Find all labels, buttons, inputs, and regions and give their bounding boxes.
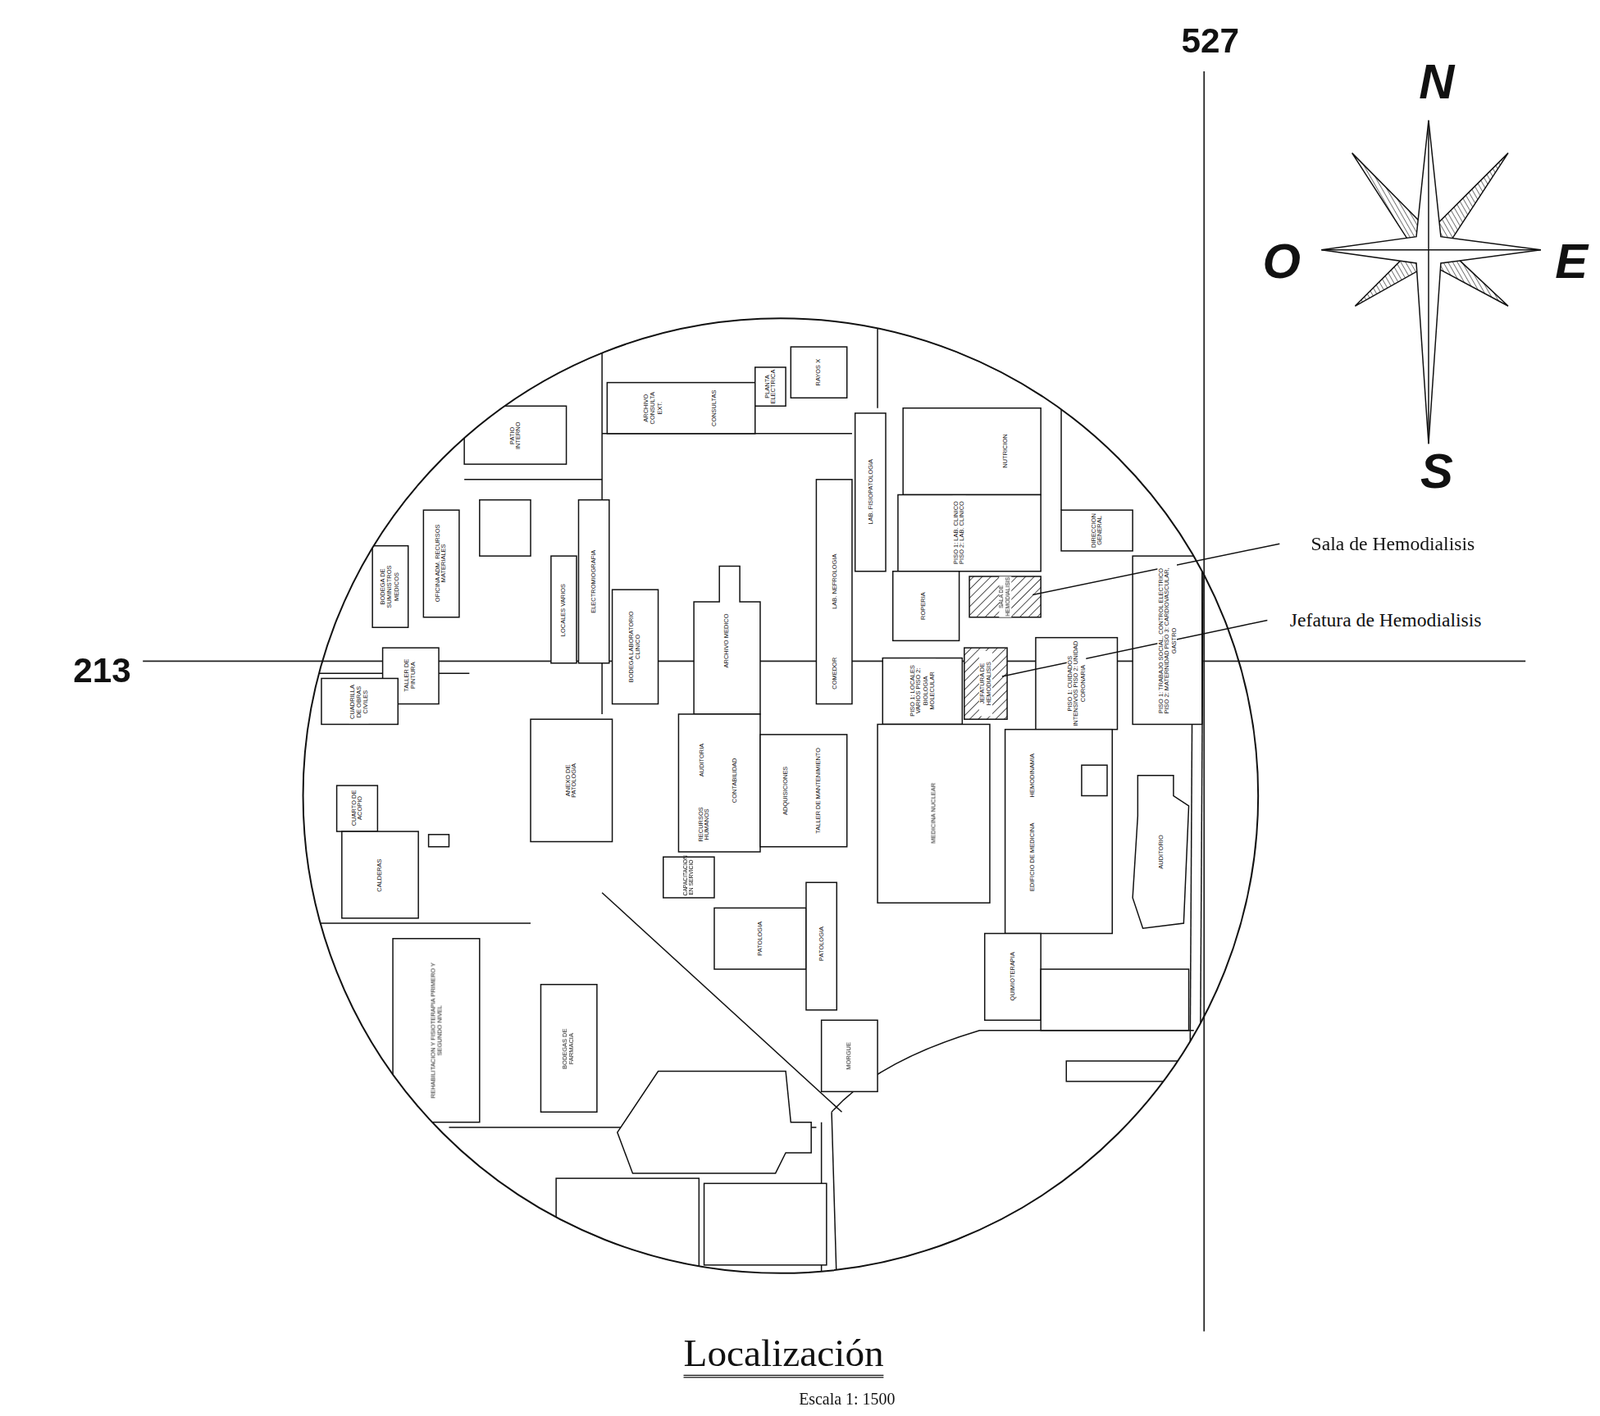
building-label: CUARTO DE ACOPIO xyxy=(350,786,364,830)
grid-coordinate: 213 xyxy=(72,650,132,691)
building-label: AUDITORIA xyxy=(698,733,706,788)
building-label: QUIMIOTERAPIA xyxy=(1008,939,1016,1014)
building-label: TALLER DE PINTURA xyxy=(403,651,417,699)
building-label: PISO 1: TRABAJO SOCIAL, CONTROL ELECTRIC… xyxy=(1157,563,1177,719)
compass-letter: O xyxy=(1262,232,1301,289)
building-label: ADQUISICIONES xyxy=(782,759,789,823)
building-label: CONSULTAS xyxy=(711,387,718,430)
building-label: PATOLOGIA xyxy=(756,911,764,966)
building-label: BODEGAS DE FARMACIA xyxy=(561,1011,575,1086)
grid-coordinate: 527 xyxy=(1180,21,1240,62)
building-label: COMEDOR xyxy=(831,651,839,695)
scale-caption: Escala 1: 1500 xyxy=(798,1390,895,1409)
building-label: ARCHIVO MEDICO xyxy=(723,609,730,673)
building-label: PATOLOGIA xyxy=(818,914,826,973)
building-label: ANEXO DE PATOLOGIA xyxy=(565,751,579,810)
building-label: LAB. NEFROLOGIA xyxy=(831,547,839,616)
building-label: EDIFICIO DE MEDICINA xyxy=(1029,815,1036,899)
building-label: CUADRILLA DE OBRAS CIVILES xyxy=(349,680,370,724)
building-label: HEMODINAMIA xyxy=(1029,743,1036,807)
callout-label: Sala de Hemodialisis xyxy=(1311,533,1476,556)
building-label: PATIO INTERNO xyxy=(508,411,522,460)
buildings xyxy=(296,305,1204,1286)
streets xyxy=(296,305,1204,1286)
grid-lines xyxy=(142,71,1526,1332)
building-label: PISO 1: LAB. CLINICO PISO 2: LAB. CLINIC… xyxy=(952,496,967,570)
building-label: CONTABILIDAD xyxy=(731,748,739,812)
building-label: REHABILITACION Y FISIOTERAPIA PRIMERO Y … xyxy=(429,952,443,1108)
building-label: CAPACITACION EN SERVICIO xyxy=(683,857,696,897)
locator-circle xyxy=(303,318,1259,1274)
compass-letter: E xyxy=(1554,232,1588,289)
building-label: LOCALES VARIOS xyxy=(560,568,567,652)
building-label: ELECTROMIOGRAFIA xyxy=(590,539,598,624)
building-label: TALLER DE MANTENIMIENTO xyxy=(815,741,822,841)
building-label: ARCHIVO CONSULTA EXT. xyxy=(642,383,663,432)
building-label: LAB. FISIOPATOLOGIA xyxy=(866,452,874,532)
hemodialysis-office xyxy=(964,647,1008,720)
building-label: JEFATURA DE HEMODIALISIS xyxy=(979,651,993,717)
compass-letter: N xyxy=(1418,53,1455,110)
building-label: OFICINA ADM. RECURSOS MATERIALES xyxy=(433,513,447,613)
building-label: SALA DE HEMODIALISIS xyxy=(998,576,1012,618)
building-label: BODEGA LABORATORIO CLINICO xyxy=(628,602,642,692)
building-label: BODEGA DE SUMINISTROS MEDICOS xyxy=(379,550,400,625)
building-label: RAYOS X xyxy=(815,350,822,394)
building-label: PISO 1: LOCALES VARIOS PISO 2: BIOLOGIA … xyxy=(909,659,936,723)
callout-label: Jefatura de Hemodialisis xyxy=(1290,609,1482,632)
building-label: PLANTA ELECTRICA xyxy=(763,368,777,406)
building-label: MORGUE xyxy=(845,1034,853,1078)
building-label: MEDICINA NUCLEAR xyxy=(929,771,937,856)
compass-rose xyxy=(1321,120,1541,444)
building-label: DIRECCION GENERAL xyxy=(1090,510,1104,550)
leader-lines xyxy=(1002,543,1280,677)
building-label: RECURSOS HUMANOS xyxy=(697,797,711,852)
building-label: CALDERAS xyxy=(376,853,383,897)
hemodialysis-room xyxy=(969,576,1041,618)
building-label: PISO 1: CUIDADOS INTENSIVOS PISO 2: UNID… xyxy=(1066,639,1087,729)
compass-letter: S xyxy=(1420,443,1454,500)
building-label: AUDITORIO xyxy=(1157,825,1165,880)
building-label: ROPERIA xyxy=(920,577,927,636)
map-title: Localización xyxy=(683,1332,885,1379)
building-label: NUTRICION xyxy=(1002,424,1009,479)
